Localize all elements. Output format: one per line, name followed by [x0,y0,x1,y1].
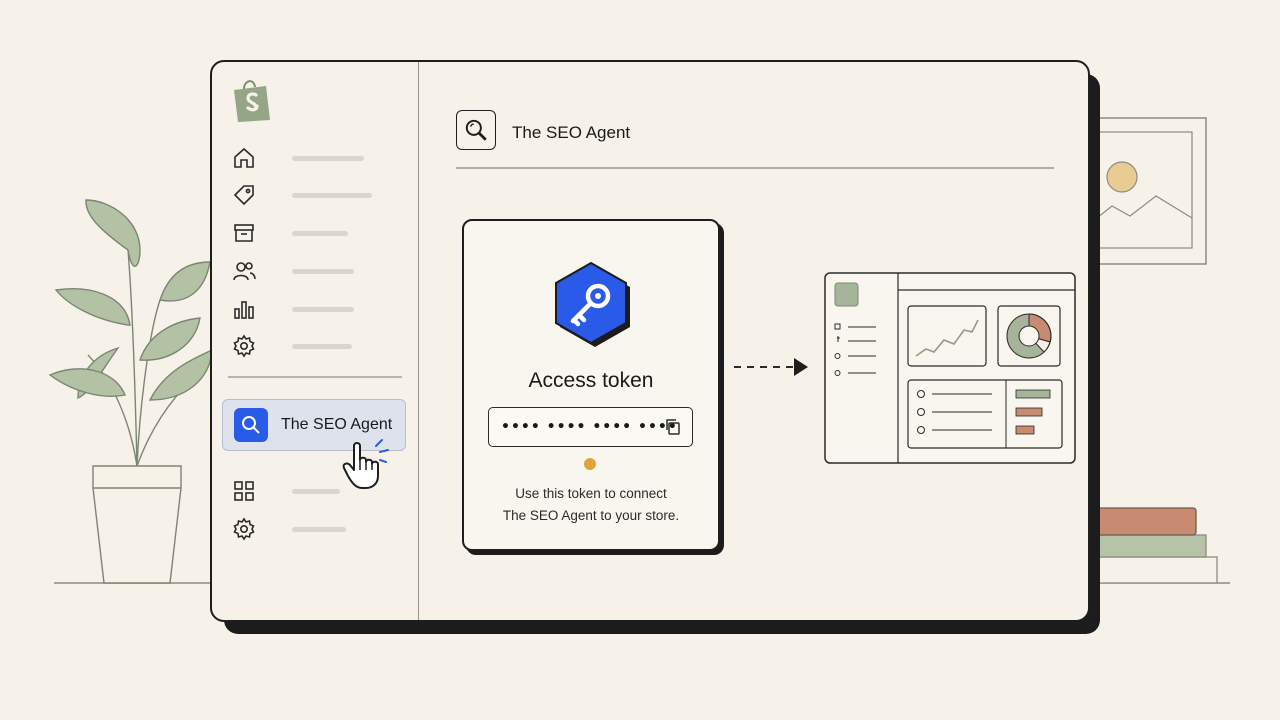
nav-label-placeholder [292,230,348,236]
access-token-field[interactable]: •••• •••• •••• •••• [488,407,693,447]
masked-token: •••• •••• •••• •••• [501,419,678,435]
users-icon [232,259,256,283]
nav-label-placeholder [292,192,372,198]
sidebar-item-label: The SEO Agent [281,416,393,433]
admin-window: The SEO Agent [210,60,1090,622]
search-icon [456,110,496,150]
sidebar-item-the-seo-agent[interactable]: The SEO Agent [222,399,406,451]
help-text-line: The SEO Agent to your store. [502,508,680,523]
nav-label-placeholder [292,306,354,312]
nav-label-placeholder [292,488,340,494]
potted-plant [48,199,213,584]
sidebar-item-settings[interactable] [232,332,412,360]
help-text: Use this token to connect The SEO Agent … [464,483,718,527]
sidebar-item-app-settings[interactable] [232,515,412,543]
dashed-arrow-icon [732,352,812,382]
search-icon [234,408,268,442]
sidebar: The SEO Agent [212,62,419,620]
header-divider [456,167,1054,169]
sidebar-divider [228,376,402,378]
nav-label-placeholder [292,526,346,532]
card-title: Access token [528,369,654,392]
pointer-hand-icon [340,438,392,492]
gear-icon [232,334,256,358]
access-token-card: Access token •••• •••• •••• •••• Use thi… [462,219,720,551]
archive-icon [232,221,256,245]
help-text-line: Use this token to connect [515,486,667,501]
sidebar-item-analytics[interactable] [232,295,412,323]
sidebar-item-home[interactable] [232,144,412,172]
page-title: The SEO Agent [512,123,631,142]
apps-grid-icon [232,479,256,503]
home-icon [232,146,256,170]
sidebar-item-tags[interactable] [232,181,412,209]
nav-label-placeholder [292,155,364,161]
sidebar-item-archive[interactable] [232,219,412,247]
sidebar-item-apps[interactable] [232,477,412,505]
dashboard-preview [824,272,1078,466]
gear-icon [232,517,256,541]
key-icon [548,261,638,353]
nav-label-placeholder [292,268,354,274]
tag-icon [232,183,256,207]
status-dot [584,458,596,470]
shopify-bag-icon[interactable] [230,76,274,124]
sidebar-item-customers[interactable] [232,257,412,285]
nav-label-placeholder [292,343,352,349]
bar-chart-icon [232,297,256,321]
copy-icon[interactable] [664,418,682,436]
